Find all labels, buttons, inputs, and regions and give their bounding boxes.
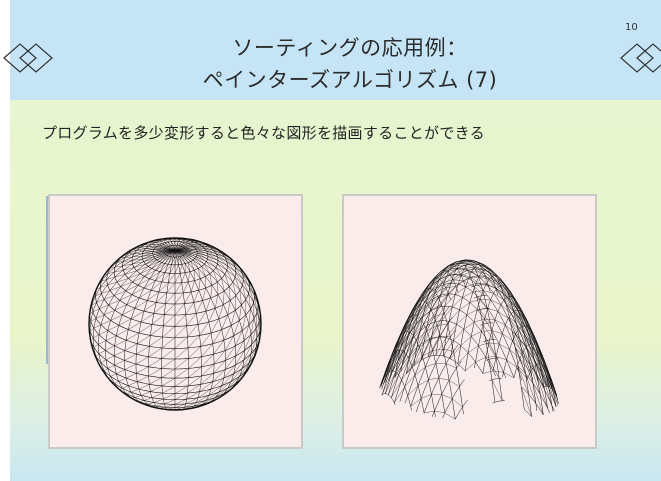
diamond-pair-icon-right (620, 43, 661, 73)
sphere-panel (48, 194, 303, 449)
page-number: 10 (625, 22, 638, 33)
paraboloid-wireframe-image (379, 259, 559, 420)
diamond-pair-icon-left (3, 43, 53, 73)
left-edge-line (46, 196, 48, 364)
slide-subtitle: プログラムを多少変形すると色々な図形を描画することができる (42, 124, 485, 142)
title-line-1: ソーティングの応用例： (232, 36, 468, 60)
paraboloid-panel (342, 194, 597, 449)
title-band (10, 0, 661, 100)
sphere-wireframe-image (88, 237, 262, 411)
title-line-2: ペインターズアルゴリズム (7) (202, 68, 498, 92)
